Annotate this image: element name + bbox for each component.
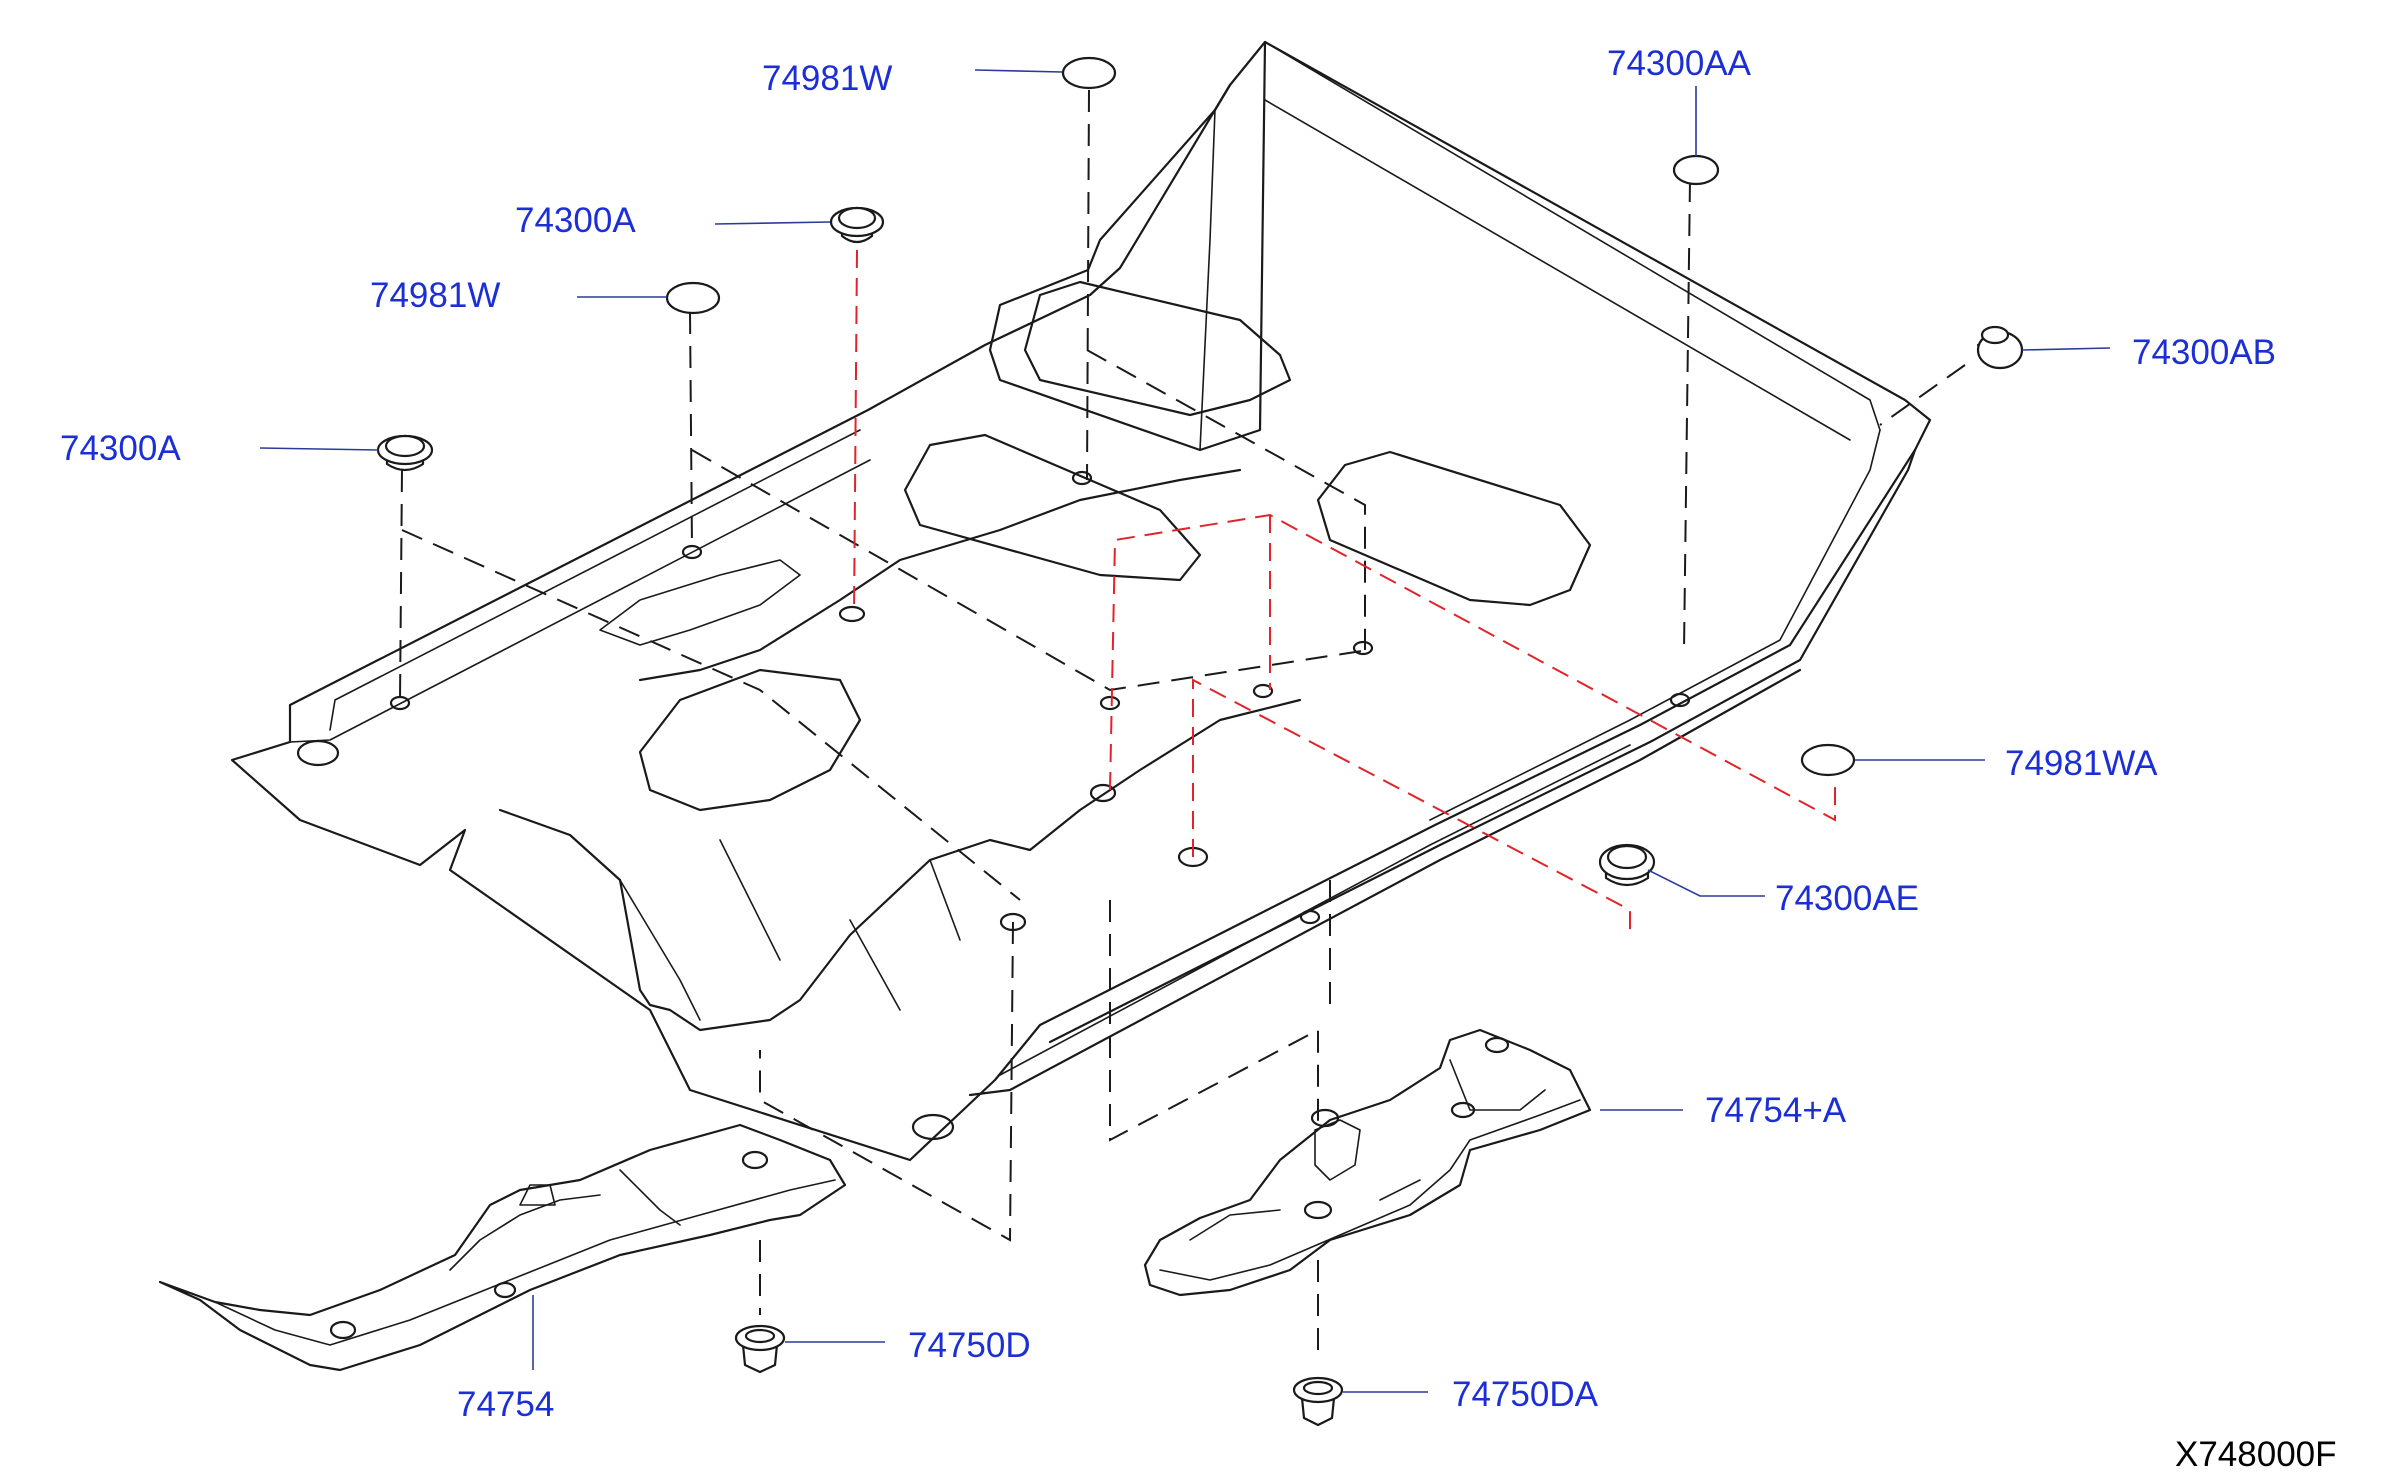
grommet-74300A-1	[829, 206, 885, 244]
left-inner-channel	[599, 559, 801, 646]
grommet-74300AE	[1598, 843, 1656, 887]
callout-74750D[interactable]: 74750D	[908, 1326, 1031, 1365]
ref-line-74981W-2	[689, 311, 693, 549]
callout-74300A-2[interactable]: 74300A	[60, 429, 181, 468]
clip-nut-74750D	[734, 1324, 786, 1374]
red-ref-74300AE	[1192, 678, 1631, 930]
reference-lines	[399, 89, 1966, 1360]
front-edge	[968, 668, 1802, 1097]
right-flange-inner	[1429, 429, 1881, 821]
plug-hole	[1352, 640, 1374, 656]
left-pocket-rear	[903, 433, 1202, 582]
seal-plug-74981WA	[1800, 743, 1856, 777]
ref-line-74300AA	[1683, 179, 1691, 651]
callout-74754[interactable]: 74754	[457, 1385, 554, 1424]
rear-crossmember	[1264, 41, 1881, 441]
front-toe-crease	[619, 839, 961, 1021]
floor-panel-outline	[230, 40, 1932, 1162]
plug-hole	[389, 695, 411, 711]
callout-74300A-1[interactable]: 74300A	[515, 201, 636, 240]
callout-labels: 74981W 74300AA 74300A 74981W 74300AB 743…	[60, 44, 2337, 1474]
seal-plug-74300AA	[1672, 154, 1720, 186]
red-ref-74981WA	[1109, 513, 1836, 822]
plug-hole	[681, 544, 703, 560]
ref-line-under-mid	[1109, 900, 1319, 1142]
center-tunnel	[498, 698, 1302, 1032]
rear-pocket-right	[1316, 450, 1592, 607]
hidden-lines	[853, 249, 1836, 930]
ref-line-74981W-top	[1086, 89, 1090, 481]
under-cover-74754	[158, 1123, 847, 1372]
callout-74981W-top[interactable]: 74981W	[762, 59, 892, 98]
ref-line-74300AB	[1879, 364, 1966, 426]
fasteners	[376, 56, 2024, 1427]
plug-hole	[1669, 692, 1691, 708]
under-cover-74754+A	[1143, 1028, 1592, 1297]
floor-panel-assembly	[230, 40, 1932, 1162]
diagram-code: X748000F	[2175, 1435, 2337, 1474]
rear-floor-step-inner	[1199, 109, 1216, 451]
center-tunnel-upper	[638, 468, 1242, 682]
rear-pocket-left	[1023, 280, 1292, 417]
rear-floor-step	[988, 40, 1267, 452]
plug-hole	[1071, 470, 1093, 486]
grommet-74300A-2	[376, 434, 434, 472]
plug-hole	[1089, 783, 1117, 803]
leader-lines	[259, 69, 2111, 1393]
callout-74300AB[interactable]: 74300AB	[2132, 333, 2276, 372]
ref-line-74300A-2	[399, 469, 403, 701]
ref-line-diagonal-3	[1086, 349, 1366, 650]
grommet-74300AB	[1976, 325, 2024, 370]
callout-74981WA[interactable]: 74981WA	[2005, 744, 2158, 783]
ref-line-diagonal-2	[691, 449, 1369, 692]
left-sill	[289, 429, 871, 743]
red-ref-74300A	[853, 249, 858, 615]
seal-plug-74981W-top	[1061, 56, 1117, 90]
left-pocket-front	[638, 668, 862, 812]
clip-nut-74750DA	[1292, 1376, 1344, 1427]
plug-hole	[1099, 695, 1121, 711]
callout-74750DA[interactable]: 74750DA	[1452, 1375, 1599, 1414]
drain-hole	[296, 739, 340, 767]
ref-line-under-left	[759, 921, 1014, 1242]
front-edge-inner	[999, 744, 1631, 1076]
callout-74300AA[interactable]: 74300AA	[1607, 44, 1752, 83]
callout-74981W-2[interactable]: 74981W	[370, 276, 500, 315]
ref-line-diagonal-1	[401, 529, 1021, 901]
right-flange-line	[1048, 448, 1917, 1044]
plug-hole	[1299, 909, 1321, 925]
drain-hole	[911, 1113, 955, 1141]
callout-74300AE[interactable]: 74300AE	[1775, 879, 1919, 918]
plug-hole	[1252, 683, 1274, 699]
plug-hole	[838, 605, 866, 623]
callout-74754+A[interactable]: 74754+A	[1705, 1091, 1847, 1130]
seal-plug-74981W-2	[665, 281, 721, 315]
